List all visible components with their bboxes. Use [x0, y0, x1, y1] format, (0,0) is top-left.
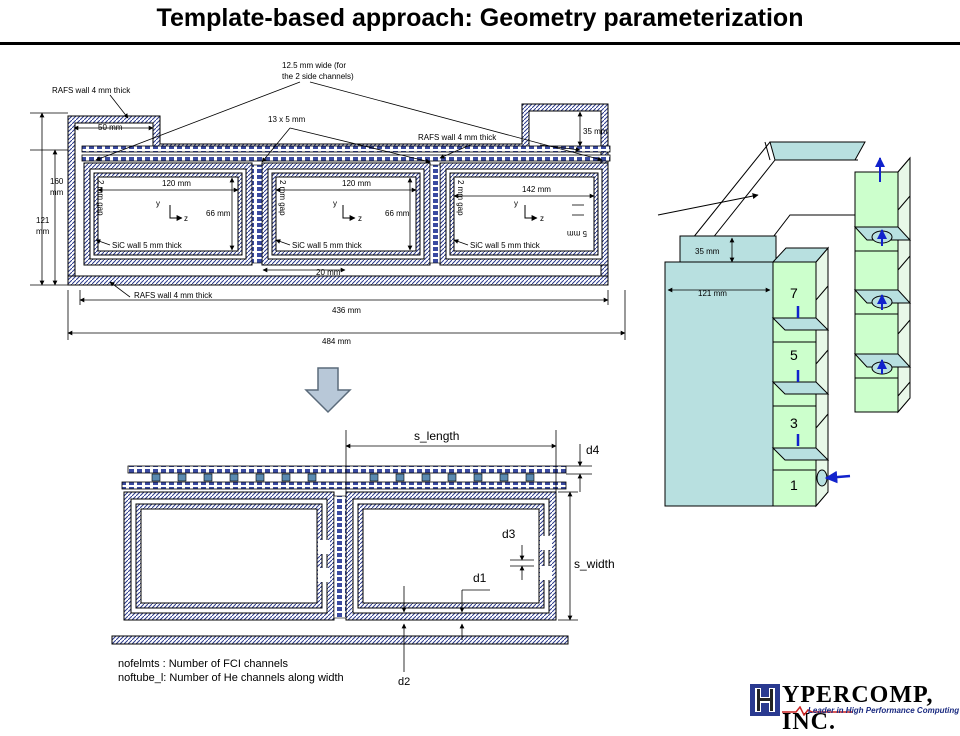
iso-top-bar	[769, 141, 866, 161]
label-dim-66-b: 66 mm	[385, 209, 410, 218]
label-d1: d1	[473, 571, 487, 585]
label-dim-20: 20 mm	[316, 268, 341, 277]
label-sic-wall-2: SiC wall 5 mm thick	[292, 241, 363, 250]
label-dim-5: 5 mm	[567, 229, 587, 238]
geometry-diagram: 12.5 mm wide (for the 2 side channels) R…	[30, 61, 912, 688]
top-strip-2	[81, 154, 611, 162]
label-dim-66-a: 66 mm	[206, 209, 231, 218]
iso-number-5: 5	[790, 347, 798, 363]
iso-label-35: 35 mm	[695, 247, 720, 256]
axis-y-3: y	[514, 199, 518, 208]
down-arrow	[304, 367, 352, 414]
top-strip-1	[81, 145, 611, 153]
label-dim-160-b: mm	[50, 188, 64, 197]
note-nofelmts: nofelmts : Number of FCI channels	[118, 658, 288, 670]
label-dim-13x5: 13 x 5 mm	[268, 115, 306, 124]
iso-main-block	[664, 261, 774, 507]
label-s-width: s_width	[574, 557, 615, 571]
parameter-notes: nofelmts : Number of FCI channels noftub…	[118, 657, 344, 685]
label-dim-120-b: 120 mm	[342, 179, 371, 188]
label-sic-wall-1: SiC wall 5 mm thick	[112, 241, 183, 250]
label-sic-wall-3: SiC wall 5 mm thick	[470, 241, 541, 250]
label-d4: d4	[586, 443, 600, 457]
label-dim-436: 436 mm	[332, 306, 361, 315]
iso-number-1: 1	[790, 477, 798, 493]
axis-z-3: z	[540, 214, 544, 223]
label-rafs-wall-bottom: RAFS wall 4 mm thick	[134, 291, 213, 300]
label-rafs-wall-right: RAFS wall 4 mm thick	[418, 133, 497, 142]
label-gap-3: 2 mm gap	[456, 180, 465, 216]
isometric-drawing: 35 mm 121 mm 7 5 3 1	[657, 141, 912, 508]
label-dim-160-a: 160	[50, 177, 64, 186]
callout-side-channels-2: the 2 side channels)	[282, 72, 354, 81]
bottom-strip	[67, 275, 609, 286]
top-cross-section: 12.5 mm wide (for the 2 side channels) R…	[30, 61, 626, 346]
bottom-template-drawing: s_length d4 d3 d1 s_width d2	[111, 429, 615, 688]
label-dim-35: 35 mm	[583, 127, 608, 136]
label-gap-1: 2 mm gap	[96, 180, 105, 216]
label-d2: d2	[398, 676, 410, 688]
title-underline	[0, 42, 960, 45]
slide-title: Template-based approach: Geometry parame…	[156, 4, 804, 32]
logo-pulse-line	[782, 706, 852, 716]
axis-y-1: y	[156, 199, 160, 208]
axis-z-1: z	[184, 214, 188, 223]
label-dim-50: 50 mm	[98, 123, 123, 132]
label-dim-121-b: mm	[36, 227, 50, 236]
label-dim-142: 142 mm	[522, 185, 551, 194]
label-rafs-wall-top: RAFS wall 4 mm thick	[52, 86, 131, 95]
iso-number-3: 3	[790, 415, 798, 431]
label-dim-120-a: 120 mm	[162, 179, 191, 188]
axis-y-2: y	[333, 199, 337, 208]
label-gap-2: 2 mm gap	[278, 180, 287, 216]
hypercomp-logo: YPERCOMP, INC. Leader in High Performanc…	[748, 682, 959, 735]
iso-number-7: 7	[790, 285, 798, 301]
label-dim-121-a: 121	[36, 216, 50, 225]
logo-h-icon	[750, 684, 780, 716]
label-d3: d3	[502, 527, 516, 541]
axis-z-2: z	[358, 214, 362, 223]
label-s-length: s_length	[414, 429, 459, 443]
logo-tagline: Leader in High Performance Computing	[808, 706, 960, 715]
callout-side-channels-1: 12.5 mm wide (for	[282, 61, 346, 70]
iso-label-121: 121 mm	[698, 289, 727, 298]
label-dim-484: 484 mm	[322, 337, 351, 346]
note-noftube: noftube_l: Number of He channels along w…	[118, 672, 344, 684]
